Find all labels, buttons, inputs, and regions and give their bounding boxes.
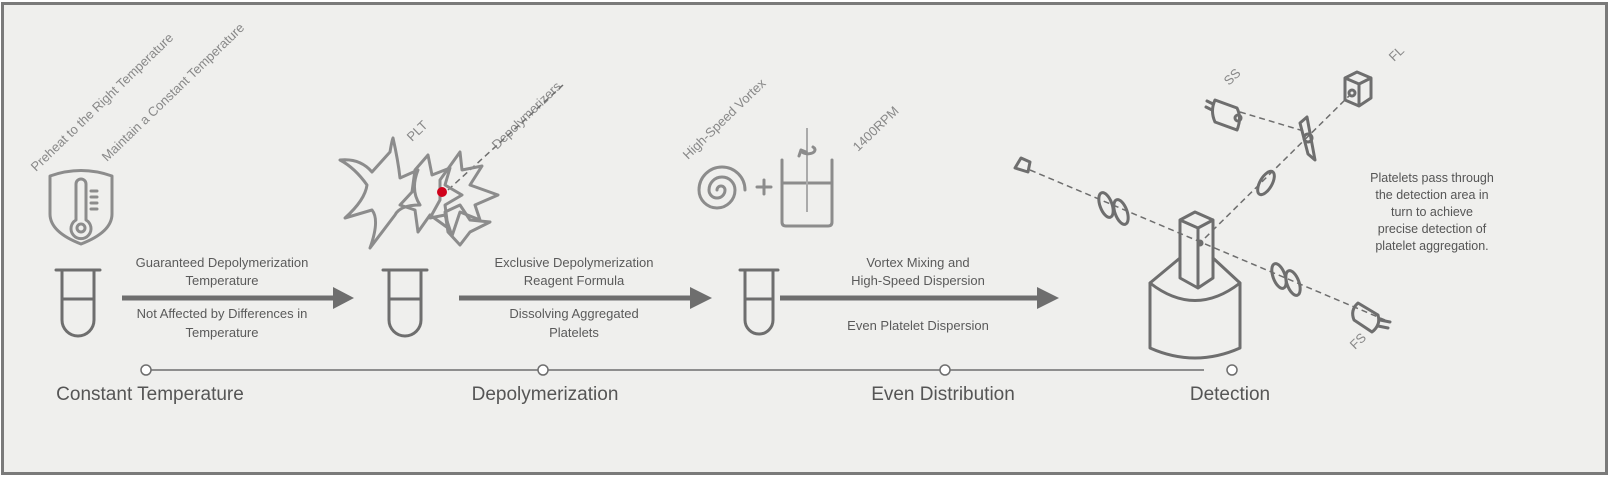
arrow1-top-line2: Temperature — [186, 273, 259, 288]
thermometer-shield-icon — [48, 169, 114, 246]
arrow-right-icon — [780, 287, 1059, 309]
platelet-cluster-icon — [338, 136, 500, 250]
laser-icon — [1013, 156, 1032, 174]
arrow2-top-line2: Reagent Formula — [524, 273, 625, 288]
beaker-stirrer-icon — [780, 128, 834, 228]
arrow-right-icon — [122, 287, 354, 309]
arrow2-bottom-line2: Platelets — [549, 325, 599, 340]
arrow2-bottom-line1: Dissolving Aggregated — [509, 306, 638, 321]
lens-icon — [1097, 191, 1115, 219]
note-line: Platelets pass through — [1370, 171, 1494, 185]
dichroic-mirror-icon — [1298, 115, 1317, 162]
stage-label-constant-temperature: Constant Temperature — [56, 384, 244, 405]
note-line: the detection area in — [1375, 188, 1488, 202]
lens-icon — [1284, 269, 1302, 297]
note-line: turn to achieve — [1391, 205, 1473, 219]
arrow1-bottom-line1: Not Affected by Differences in — [137, 306, 308, 321]
test-tube-icon — [738, 268, 780, 336]
stage-label-depolymerization: Depolymerization — [472, 384, 619, 405]
fl-detector-cube-icon — [1343, 70, 1373, 108]
depolymerizer-pointer — [447, 84, 564, 191]
plus-icon — [755, 178, 773, 196]
vortex-spiral-icon — [697, 165, 747, 210]
depolymerizer-dot — [437, 187, 447, 197]
flow-cell-icon — [1148, 210, 1242, 360]
timeline-node — [1226, 364, 1238, 376]
timeline — [140, 364, 1238, 376]
optical-detection-icon — [1013, 70, 1392, 360]
arrow3-top-line1: Vortex Mixing and — [866, 255, 969, 270]
stage-label-detection: Detection — [1190, 384, 1270, 405]
lens-icon — [1256, 169, 1276, 197]
timeline-node — [939, 364, 951, 376]
note-line: precise detection of — [1378, 222, 1487, 236]
test-tube-icon — [54, 268, 102, 338]
stage-label-even-distribution: Even Distribution — [871, 384, 1015, 405]
fs-detector-icon — [1351, 301, 1392, 334]
arrow3-top-line2: High-Speed Dispersion — [851, 273, 985, 288]
test-tube-icon — [381, 268, 429, 338]
arrow1-top-line1: Guaranteed Depolymerization — [136, 255, 309, 270]
arrow1-bottom-line2: Temperature — [186, 325, 259, 340]
timeline-node — [537, 364, 549, 376]
detection-note: Platelets pass through the detection are… — [1370, 171, 1494, 253]
note-line: platelet aggregation. — [1375, 239, 1488, 253]
arrow-right-icon — [459, 287, 712, 309]
lens-icon — [1112, 198, 1130, 226]
arrow2-top-line1: Exclusive Depolymerization — [495, 255, 654, 270]
timeline-node — [140, 364, 152, 376]
arrow3-bottom-line1: Even Platelet Dispersion — [847, 318, 989, 333]
ss-detector-icon — [1204, 98, 1243, 132]
